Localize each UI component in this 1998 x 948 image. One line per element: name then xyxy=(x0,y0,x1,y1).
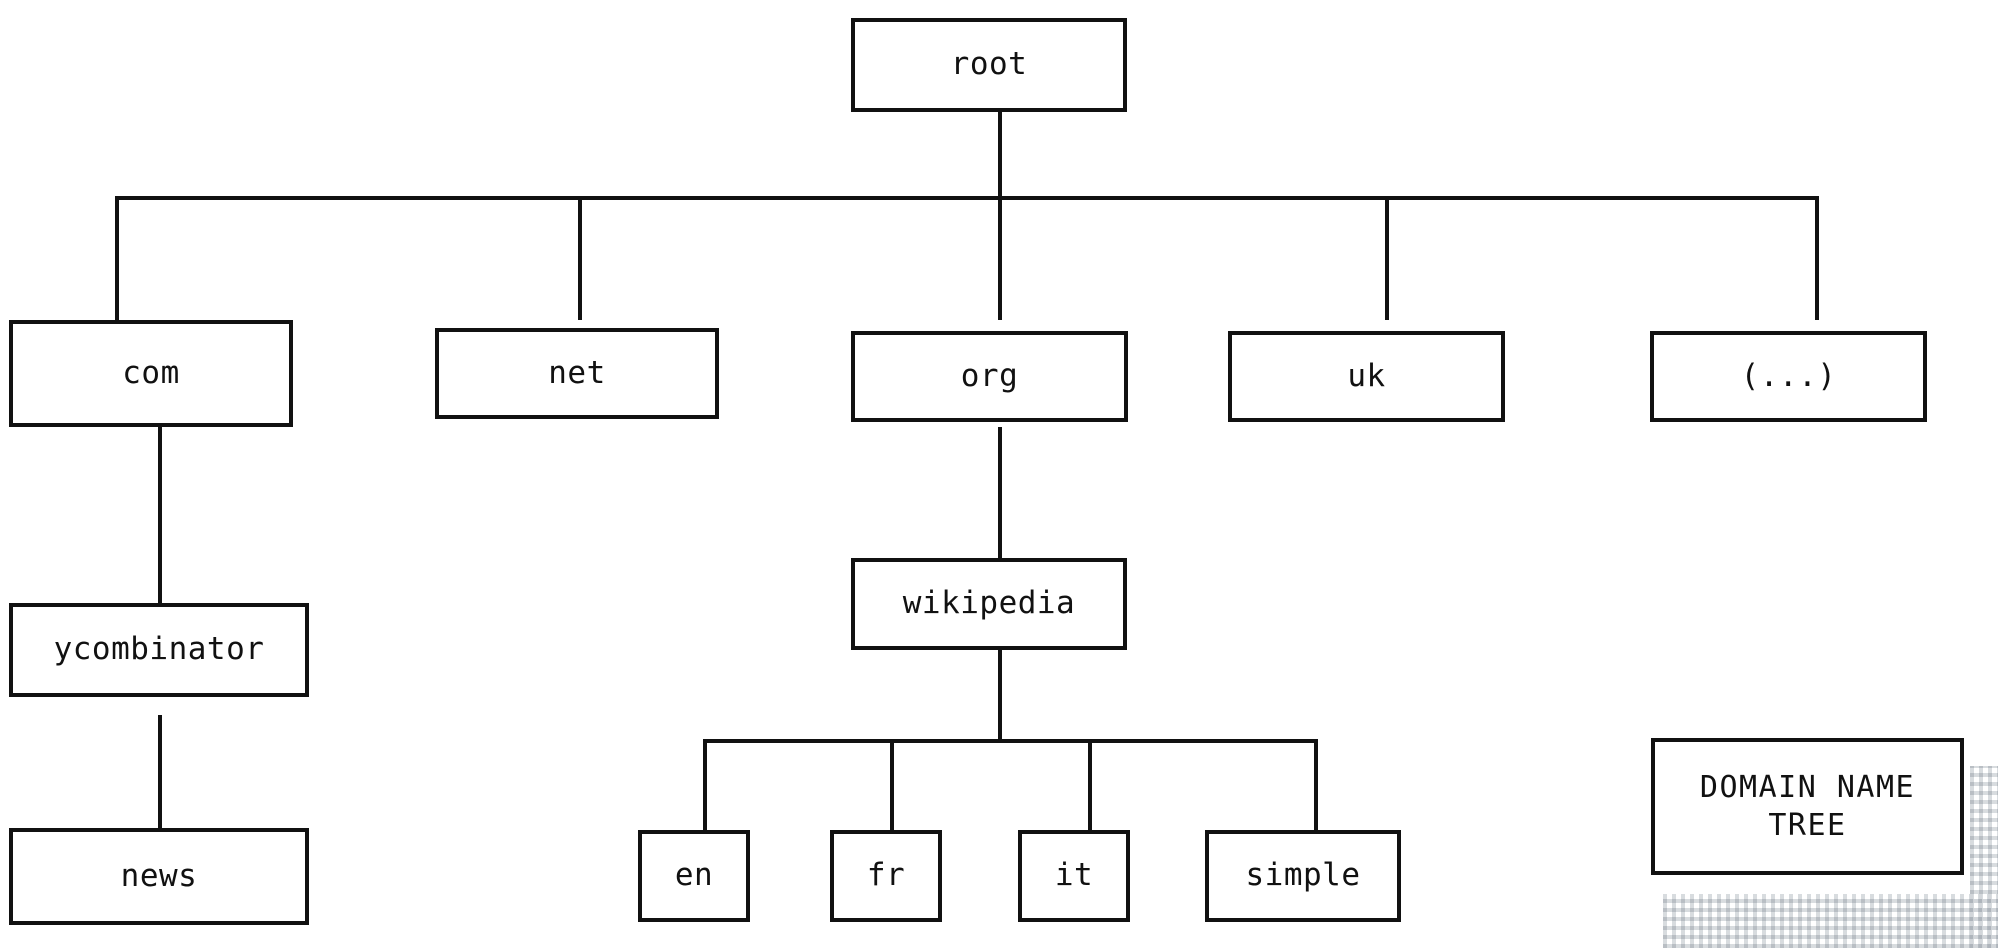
legend-line-2: TREE xyxy=(1768,807,1847,843)
edge-org-to-wikipedia xyxy=(998,427,1002,560)
node-root[interactable]: root xyxy=(851,18,1127,112)
node-ycombinator[interactable]: ycombinator xyxy=(9,603,309,697)
legend-title-box: DOMAIN NAME TREE xyxy=(1651,738,1964,875)
edge-bus-to-simple xyxy=(1314,739,1318,831)
edge-ycombinator-to-news xyxy=(158,715,162,830)
edge-bus-to-fr xyxy=(890,739,894,831)
node-simple[interactable]: simple xyxy=(1205,830,1401,922)
edge-wikipedia-to-bus xyxy=(998,648,1002,741)
node-news[interactable]: news xyxy=(9,828,309,925)
edge-bus-to-uk xyxy=(1385,196,1389,320)
node-it[interactable]: it xyxy=(1018,830,1130,922)
page-edge-texture-bottom xyxy=(1663,894,1998,948)
edge-bus-to-it xyxy=(1088,739,1092,831)
edge-bus-to-org xyxy=(998,196,1002,320)
edge-bus-to-net xyxy=(578,196,582,320)
node-en[interactable]: en xyxy=(638,830,750,922)
edge-bus-to-com xyxy=(115,196,119,320)
edge-bus-level1 xyxy=(115,196,1819,200)
node-fr[interactable]: fr xyxy=(830,830,942,922)
node-uk[interactable]: uk xyxy=(1228,331,1505,422)
node-wikipedia[interactable]: wikipedia xyxy=(851,558,1127,650)
node-com[interactable]: com xyxy=(9,320,293,427)
edge-com-to-ycombinator xyxy=(158,427,162,605)
edge-bus-to-en xyxy=(703,739,707,831)
node-net[interactable]: net xyxy=(435,328,719,419)
edge-bus-to-more xyxy=(1815,196,1819,320)
edge-root-to-bus xyxy=(998,112,1002,200)
edge-bus-wikipedia-children xyxy=(703,739,1318,743)
legend-line-1: DOMAIN NAME xyxy=(1699,770,1916,805)
node-more[interactable]: (...) xyxy=(1650,331,1927,422)
node-org[interactable]: org xyxy=(851,331,1128,422)
